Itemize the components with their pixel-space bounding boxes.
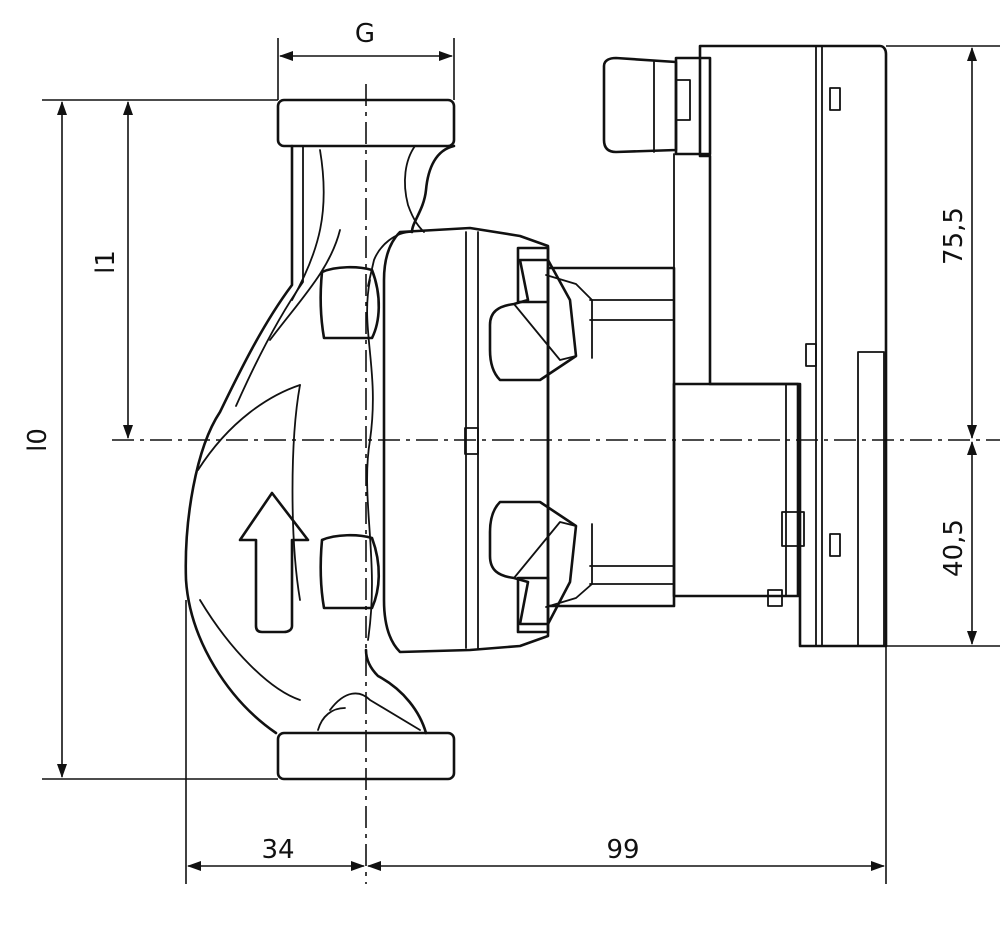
label-75-5: 75,5 — [939, 207, 969, 265]
label-99: 99 — [606, 835, 639, 865]
label-34: 34 — [261, 835, 294, 865]
label-l0: l0 — [23, 428, 53, 452]
dimension-lines — [42, 38, 1000, 884]
label-g: G — [355, 19, 375, 49]
pump-body — [184, 98, 456, 781]
electronic-module — [602, 44, 888, 648]
volute-housing — [184, 144, 456, 735]
flow-direction-arrow — [238, 491, 310, 634]
label-l1: l1 — [91, 250, 121, 274]
label-40-5: 40,5 — [939, 519, 969, 577]
